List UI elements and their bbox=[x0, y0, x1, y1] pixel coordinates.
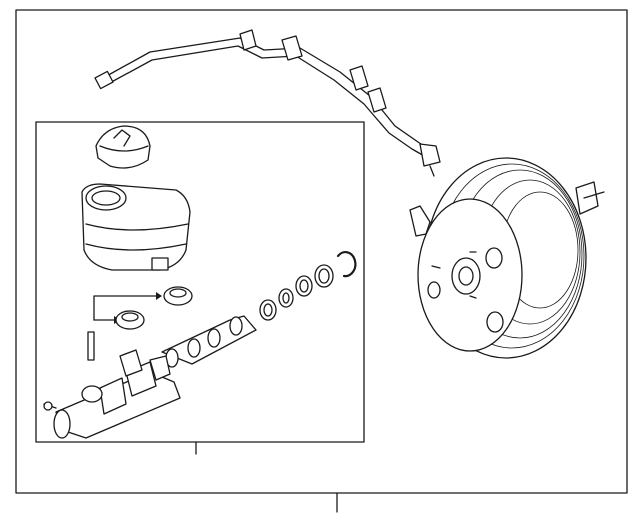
reservoir-grommets bbox=[93, 286, 193, 330]
vacuum-hose bbox=[94, 29, 441, 177]
retaining-pin bbox=[87, 331, 95, 361]
inset-frame bbox=[35, 121, 365, 455]
reservoir-cap bbox=[95, 125, 151, 169]
master-cylinder-body bbox=[43, 349, 181, 439]
brake-booster bbox=[409, 157, 605, 359]
fluid-reservoir bbox=[81, 183, 191, 271]
seal-rings bbox=[259, 264, 334, 321]
snap-ring bbox=[336, 251, 357, 278]
outer-frame bbox=[15, 9, 628, 513]
piston-assembly bbox=[161, 315, 257, 368]
